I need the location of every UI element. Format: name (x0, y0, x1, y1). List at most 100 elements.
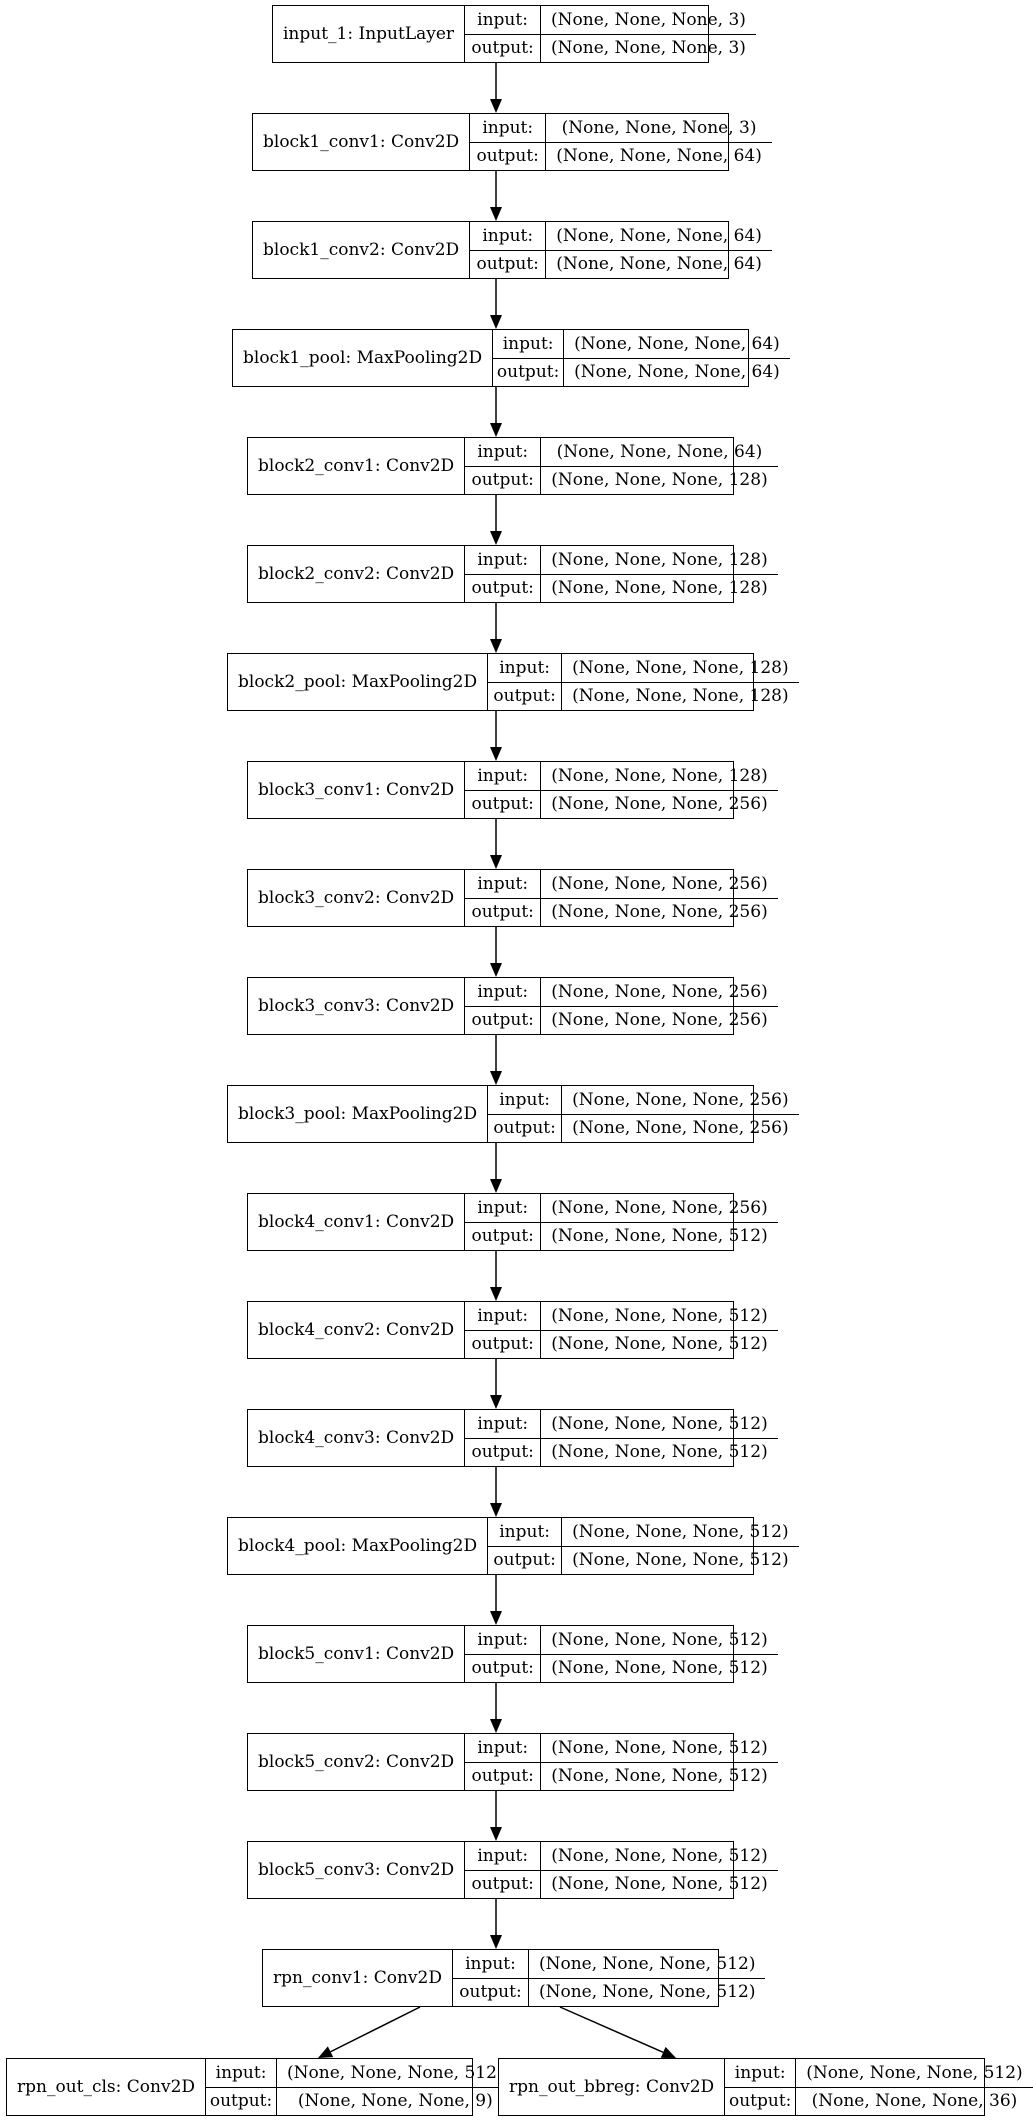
io-labels: input:output: (465, 1194, 542, 1250)
input-label: input: (470, 222, 546, 251)
io-shapes: (None, None, None, 512)(None, None, None… (541, 1302, 778, 1358)
input-label: input: (465, 978, 541, 1007)
arrowhead-block5_conv3-to-rpn_conv1 (490, 1935, 502, 1949)
io-labels: input: output: (470, 114, 547, 170)
output-label: output: (471, 1442, 534, 1463)
input-label: input: (488, 1518, 562, 1547)
output-shape: (None, None, None, 128) (572, 686, 789, 707)
io-shapes: (None, None, None, 64)(None, None, None,… (541, 438, 778, 494)
input-shape: (None, None, None, 512) (541, 1734, 778, 1763)
io-shapes: (None, None, None, 512)(None, None, None… (277, 2059, 514, 2115)
io-shapes: (None, None, None, 256)(None, None, None… (541, 978, 778, 1034)
layer-name: block1_pool: MaxPooling2D (233, 330, 494, 386)
layer-name: block4_conv3: Conv2D (248, 1410, 466, 1466)
io-shapes: (None, None, None, 512)(None, None, None… (541, 1410, 778, 1466)
io-labels: input:output: (470, 222, 547, 278)
layer-name: block3_conv3: Conv2D (248, 978, 466, 1034)
output-shape: (None, None, None, 64) (556, 254, 762, 275)
output-shape: (None, None, None, 36) (811, 2091, 1018, 2112)
arrowhead-block1_conv1-to-block1_conv2 (490, 207, 502, 221)
output-label: output: (471, 1766, 534, 1787)
output-label: output: (459, 1982, 522, 2003)
output-shape: (None, None, None, 64) (556, 146, 762, 167)
output-label: output: (471, 578, 534, 599)
arrowhead-rpn_conv1-to-rpn_out_bbreg (660, 2046, 676, 2058)
input-label: input: (465, 1302, 541, 1331)
io-labels: input:output: (465, 870, 542, 926)
input-label: input: (465, 546, 541, 575)
io-shapes: (None, None, None, 64) (None, None, None,… (546, 222, 772, 278)
io-shapes: (None, None, None, 128) (None, None, None… (541, 762, 778, 818)
io-labels: input: output: (465, 978, 542, 1034)
io-shapes: (None, None, None, 256)(None, None, None… (541, 870, 778, 926)
output-label: output: (493, 1550, 556, 1571)
arrowhead-block1_conv2-to-block1_pool (490, 315, 502, 329)
arrowhead-block3_conv3-to-block3_pool (490, 1071, 502, 1085)
input-label: input: (470, 114, 546, 143)
output-label: output: (471, 470, 534, 491)
layer-name: block2_pool: MaxPooling2D (228, 654, 489, 710)
output-shape: (None, None, None, 512) (551, 1226, 768, 1247)
input-shape: (None, None, None, 512) (541, 1626, 778, 1655)
output-label: output: (471, 1658, 534, 1679)
io-shapes: (None, None, None, 512)(None, None, None… (796, 2059, 1033, 2115)
output-shape: (None, None, None, 256) (572, 1118, 789, 1139)
layer-name: block3_conv2: Conv2D (248, 870, 466, 926)
arrowhead-rpn_conv1-to-rpn_out_cls (318, 2046, 334, 2058)
arrowhead-block5_conv2-to-block5_conv3 (490, 1827, 502, 1841)
output-shape: (None, None, None, 256) (551, 1010, 768, 1031)
io-labels: input:output: (206, 2059, 278, 2115)
output-label: output: (471, 1874, 534, 1895)
layer-name: block5_conv1: Conv2D (248, 1626, 466, 1682)
arrowhead-block3_pool-to-block4_conv1 (490, 1179, 502, 1193)
output-shape: (None, None, None, 256) (551, 794, 768, 815)
arrowhead-input_1-to-block1_conv1 (490, 99, 502, 113)
output-shape: (None, None, None, 128) (551, 470, 768, 491)
input-label: input: (465, 1734, 541, 1763)
input-shape: (None, None, None, 512) (528, 1950, 766, 1979)
output-shape: (None, None, None, 128) (551, 578, 768, 599)
io-labels: input: output: (488, 654, 563, 710)
output-label: output: (471, 1334, 534, 1355)
output-shape: (None, None, None, 3) (551, 38, 746, 59)
input-shape: (None, None, None, 128) (541, 546, 778, 575)
output-shape: (None, None, None, 512) (551, 1334, 768, 1355)
edge-rpn_conv1-to-rpn_out_cls (330, 2006, 421, 2053)
arrowhead-block5_conv1-to-block5_conv2 (490, 1719, 502, 1733)
input-shape: (None, None, None, 128) (541, 762, 778, 791)
io-shapes: (None, None, None, 512)(None, None, None… (528, 1950, 766, 2006)
input-label: input: (488, 654, 562, 683)
io-shapes: (None, None, None, 512)(None, None, None… (541, 1734, 778, 1790)
output-label: output: (476, 146, 539, 167)
output-shape: (None, None, None, 64) (574, 362, 780, 383)
output-label: output: (728, 2091, 792, 2112)
input-shape: (None, None, None, 256) (562, 1086, 799, 1115)
io-shapes: (None, None, None, 64) (None, None, None,… (564, 330, 790, 386)
io-labels: input: output: (465, 1302, 542, 1358)
arrowhead-block1_pool-to-block2_conv1 (490, 423, 502, 437)
layer-name: block1_conv1: Conv2D (253, 114, 471, 170)
input-label: input: (452, 1950, 528, 1979)
io-labels: input:output: (465, 762, 542, 818)
output-shape: (None, None, None, 512) (572, 1550, 789, 1571)
io-labels: input:output: (465, 1410, 542, 1466)
input-shape: (None, None, None, 64) (546, 222, 772, 251)
arrowhead-block2_pool-to-block3_conv1 (490, 747, 502, 761)
layer-name: input_1: InputLayer (273, 6, 466, 62)
output-label: output: (471, 1010, 534, 1031)
output-label: output: (493, 686, 556, 707)
input-label: input: (725, 2059, 796, 2088)
input-shape: (None, None, None, 64) (564, 330, 790, 359)
output-label: output: (496, 362, 560, 383)
input-label: input: (493, 330, 564, 359)
output-shape: (None, None, None, 512) (551, 1874, 768, 1895)
